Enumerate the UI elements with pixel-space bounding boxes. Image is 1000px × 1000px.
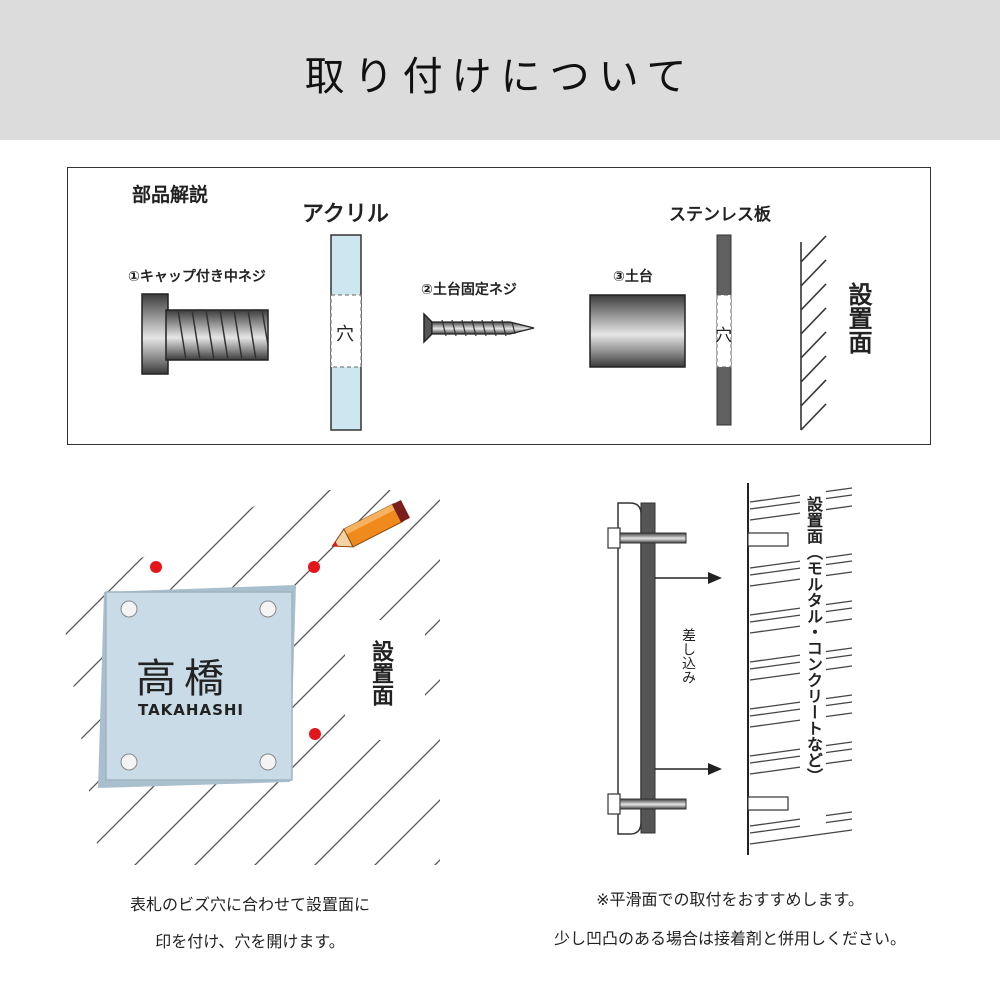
label-bg xyxy=(345,620,425,740)
plate-name: 高橋 xyxy=(136,656,232,702)
header-band: 取り付けについて xyxy=(0,0,1000,140)
parts-section-title: 部品解説 xyxy=(132,184,209,206)
stainless-label: ステンレス板 xyxy=(669,205,771,225)
base-screw-icon xyxy=(423,312,535,344)
side-view-diagram xyxy=(607,483,789,855)
acrylic-icon xyxy=(330,234,362,431)
base-screw-label: ②土台固定ネジ xyxy=(421,282,517,298)
left-caption-line1: 表札のビズ穴に合わせて設置面に xyxy=(129,895,370,914)
surface-label: 設置面 xyxy=(844,282,872,354)
base-cylinder-icon xyxy=(589,294,686,368)
stainless-plate-icon xyxy=(716,234,732,426)
left-caption-line2: 印を付け、穴を開けます。 xyxy=(155,932,345,951)
cap-screw-icon xyxy=(141,293,269,375)
acrylic-hole-label: 穴 xyxy=(336,324,354,345)
wall-surface-icon xyxy=(800,235,827,431)
right-surface-label: 設置面（モルタル・コンクリートなど） xyxy=(804,496,823,784)
base-label: ③土台 xyxy=(613,269,653,285)
insert-label: 差し込み xyxy=(680,628,696,684)
stainless-hole-label: 穴 xyxy=(715,326,732,346)
right-note-line1: ※平滑面での取付をおすすめします。 xyxy=(596,890,864,909)
surface-label-bg xyxy=(800,490,826,830)
right-note-line2: 少し凹凸のある場合は接着剤と併用しください。 xyxy=(553,929,906,948)
acrylic-label: アクリル xyxy=(302,202,389,227)
red-mark xyxy=(308,561,320,573)
cap-screw-label: ①キャップ付き中ネジ xyxy=(128,269,266,285)
red-mark xyxy=(150,561,162,573)
red-mark xyxy=(309,728,321,740)
pencil-icon xyxy=(331,500,410,548)
parts-panel xyxy=(67,167,931,445)
plate-romaji: TAKAHASHI xyxy=(138,701,245,719)
page-title: 取り付けについて xyxy=(304,54,696,100)
left-surface-label: 設置面 xyxy=(368,640,393,706)
nameplate xyxy=(98,585,296,788)
